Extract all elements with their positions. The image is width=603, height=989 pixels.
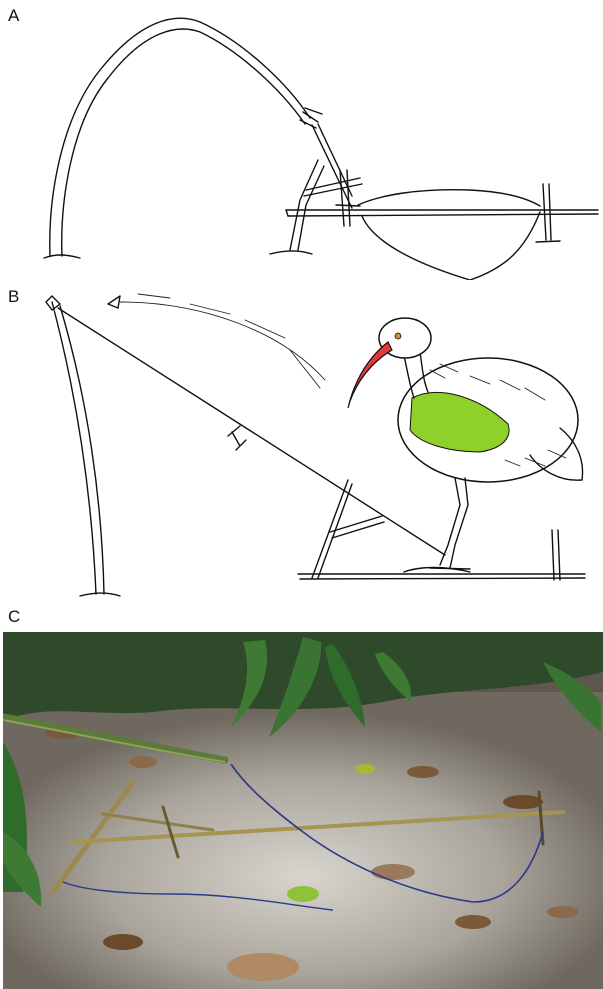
- motion-lines: [108, 294, 325, 388]
- snare-field-photo: [3, 632, 603, 989]
- bent-sapling: [44, 18, 310, 258]
- arrow-left-icon: [108, 296, 120, 308]
- snare-loop: [336, 190, 540, 280]
- snare-triggered-illustration: [0, 280, 603, 610]
- panel-label-c: C: [8, 607, 20, 627]
- bird-legs: [440, 478, 468, 568]
- crossbar: [286, 210, 598, 216]
- bird-ibis: [348, 318, 583, 569]
- trigger-sticks: [270, 124, 362, 254]
- bird-eye: [395, 333, 401, 339]
- trigger-stick: [312, 480, 384, 578]
- ground-bar: [298, 530, 585, 580]
- snare-set-illustration: [0, 0, 603, 280]
- bird-beak: [348, 342, 392, 408]
